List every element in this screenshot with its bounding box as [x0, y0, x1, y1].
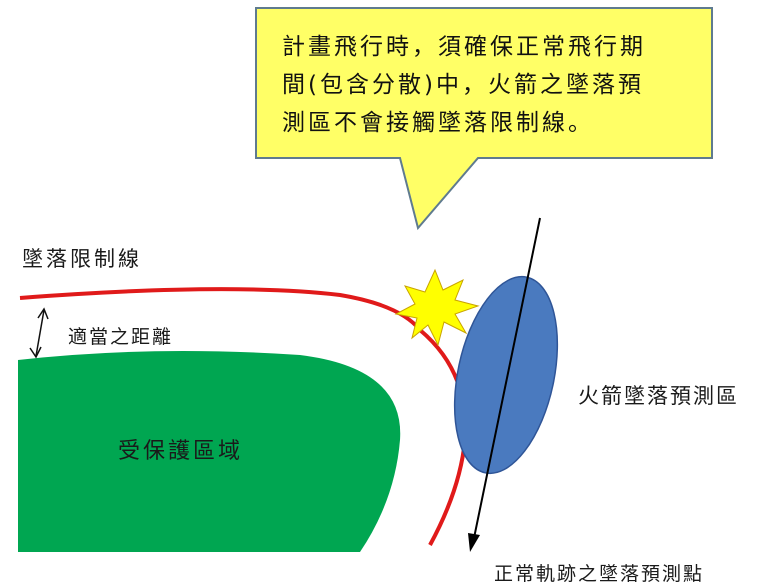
callout-line-2: 間(包含分散)中，火箭之墜落預 — [282, 72, 644, 98]
callout-bubble — [255, 7, 713, 231]
limit-line — [19, 287, 468, 546]
impact-zone-ellipse — [453, 275, 559, 475]
protected-area-shape — [18, 351, 401, 552]
callout-line-3: 測區不會接觸墜落限制線。 — [282, 110, 594, 136]
limit-line-label: 墜落限制線 — [22, 247, 142, 271]
protected-area-label: 受保護區域 — [118, 439, 244, 464]
callout-text: 計畫飛行時，須確保正常飛行期 間(包含分散)中，火箭之墜落預 測區不會接觸墜落限… — [282, 28, 702, 142]
contact-starburst — [394, 268, 480, 347]
distance-arrow — [29, 307, 49, 359]
trajectory-arrowhead — [468, 533, 480, 552]
impact-point-label: 正常軌跡之墜落預測點 — [494, 563, 705, 585]
impact-zone-label: 火箭墜落預測區 — [578, 384, 739, 408]
callout-line-1: 計畫飛行時，須確保正常飛行期 — [282, 34, 646, 60]
distance-label: 適當之距離 — [68, 326, 174, 348]
trajectory-line — [473, 217, 541, 539]
